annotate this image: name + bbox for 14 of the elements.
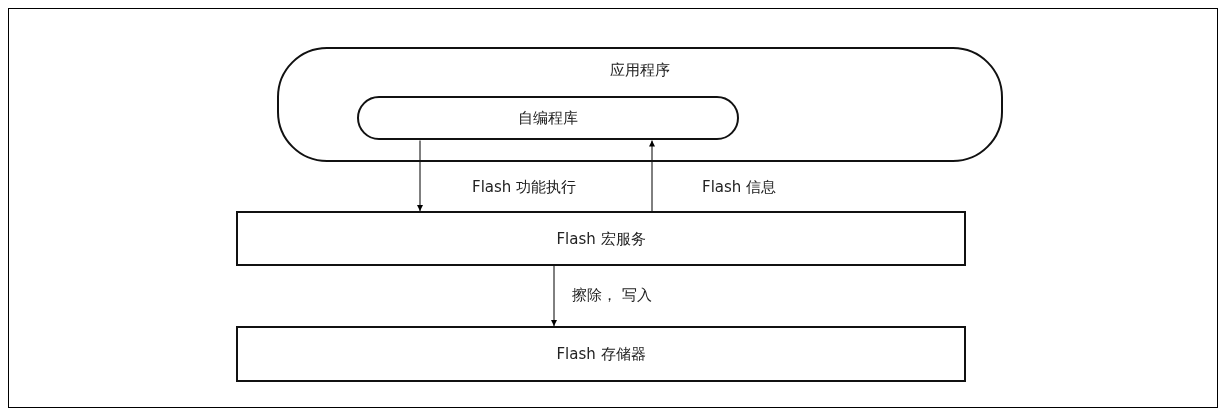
node-label: 应用程序: [610, 61, 670, 79]
node-label: Flash 宏服务: [556, 229, 646, 248]
process-box: [236, 326, 966, 382]
rounded-box: [277, 47, 1003, 162]
arrow: [649, 140, 655, 212]
edge-label: 擦除， 写入: [570, 286, 654, 304]
node-label: Flash 存储器: [556, 345, 646, 363]
edge-label: Flash 信息: [700, 178, 779, 196]
arrow: [417, 140, 423, 212]
arrow: [551, 265, 557, 327]
node-label: 自编程库: [518, 109, 578, 127]
rounded-box: [357, 96, 739, 140]
edge-label: Flash 功能执行: [470, 178, 579, 196]
process-box: [236, 211, 966, 266]
